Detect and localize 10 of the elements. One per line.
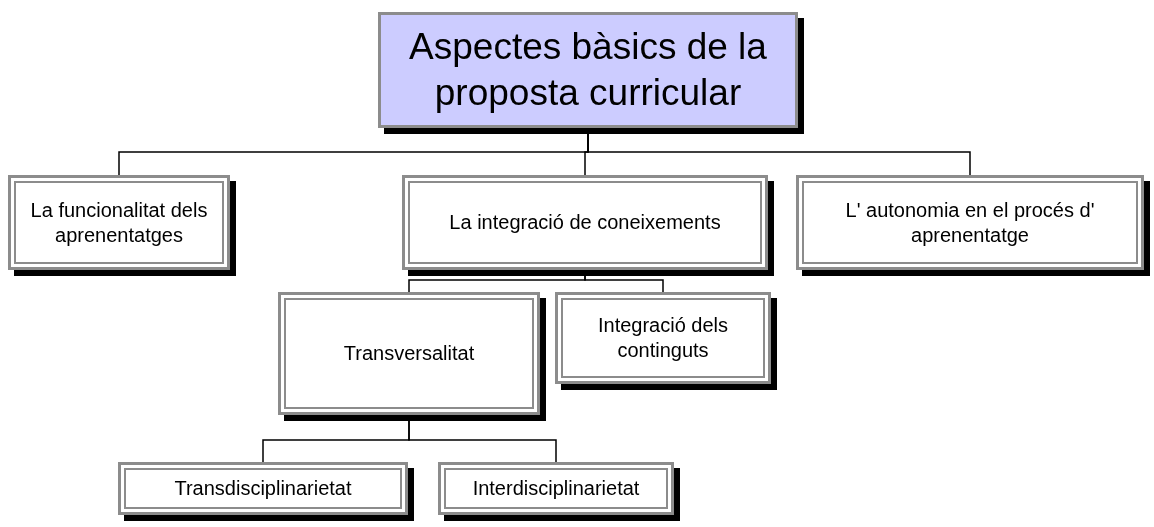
box-text: Aspectes bàsics de la proposta curricular [408,24,768,115]
box-text: Transversalitat [342,341,476,366]
box-text: La integració de coneixements [448,210,722,235]
box-text: Transdisciplinarietat [173,476,353,501]
connector-line [584,275,664,293]
box-text: Interdisciplinarietat [471,476,641,501]
box-text: Integració dels continguts [596,313,730,363]
connector-line [587,133,971,176]
box-text: La funcionalitat dels aprenentatges [29,197,209,248]
box-text: L' autonomia en el procés d' aprenentatge [844,197,1096,248]
